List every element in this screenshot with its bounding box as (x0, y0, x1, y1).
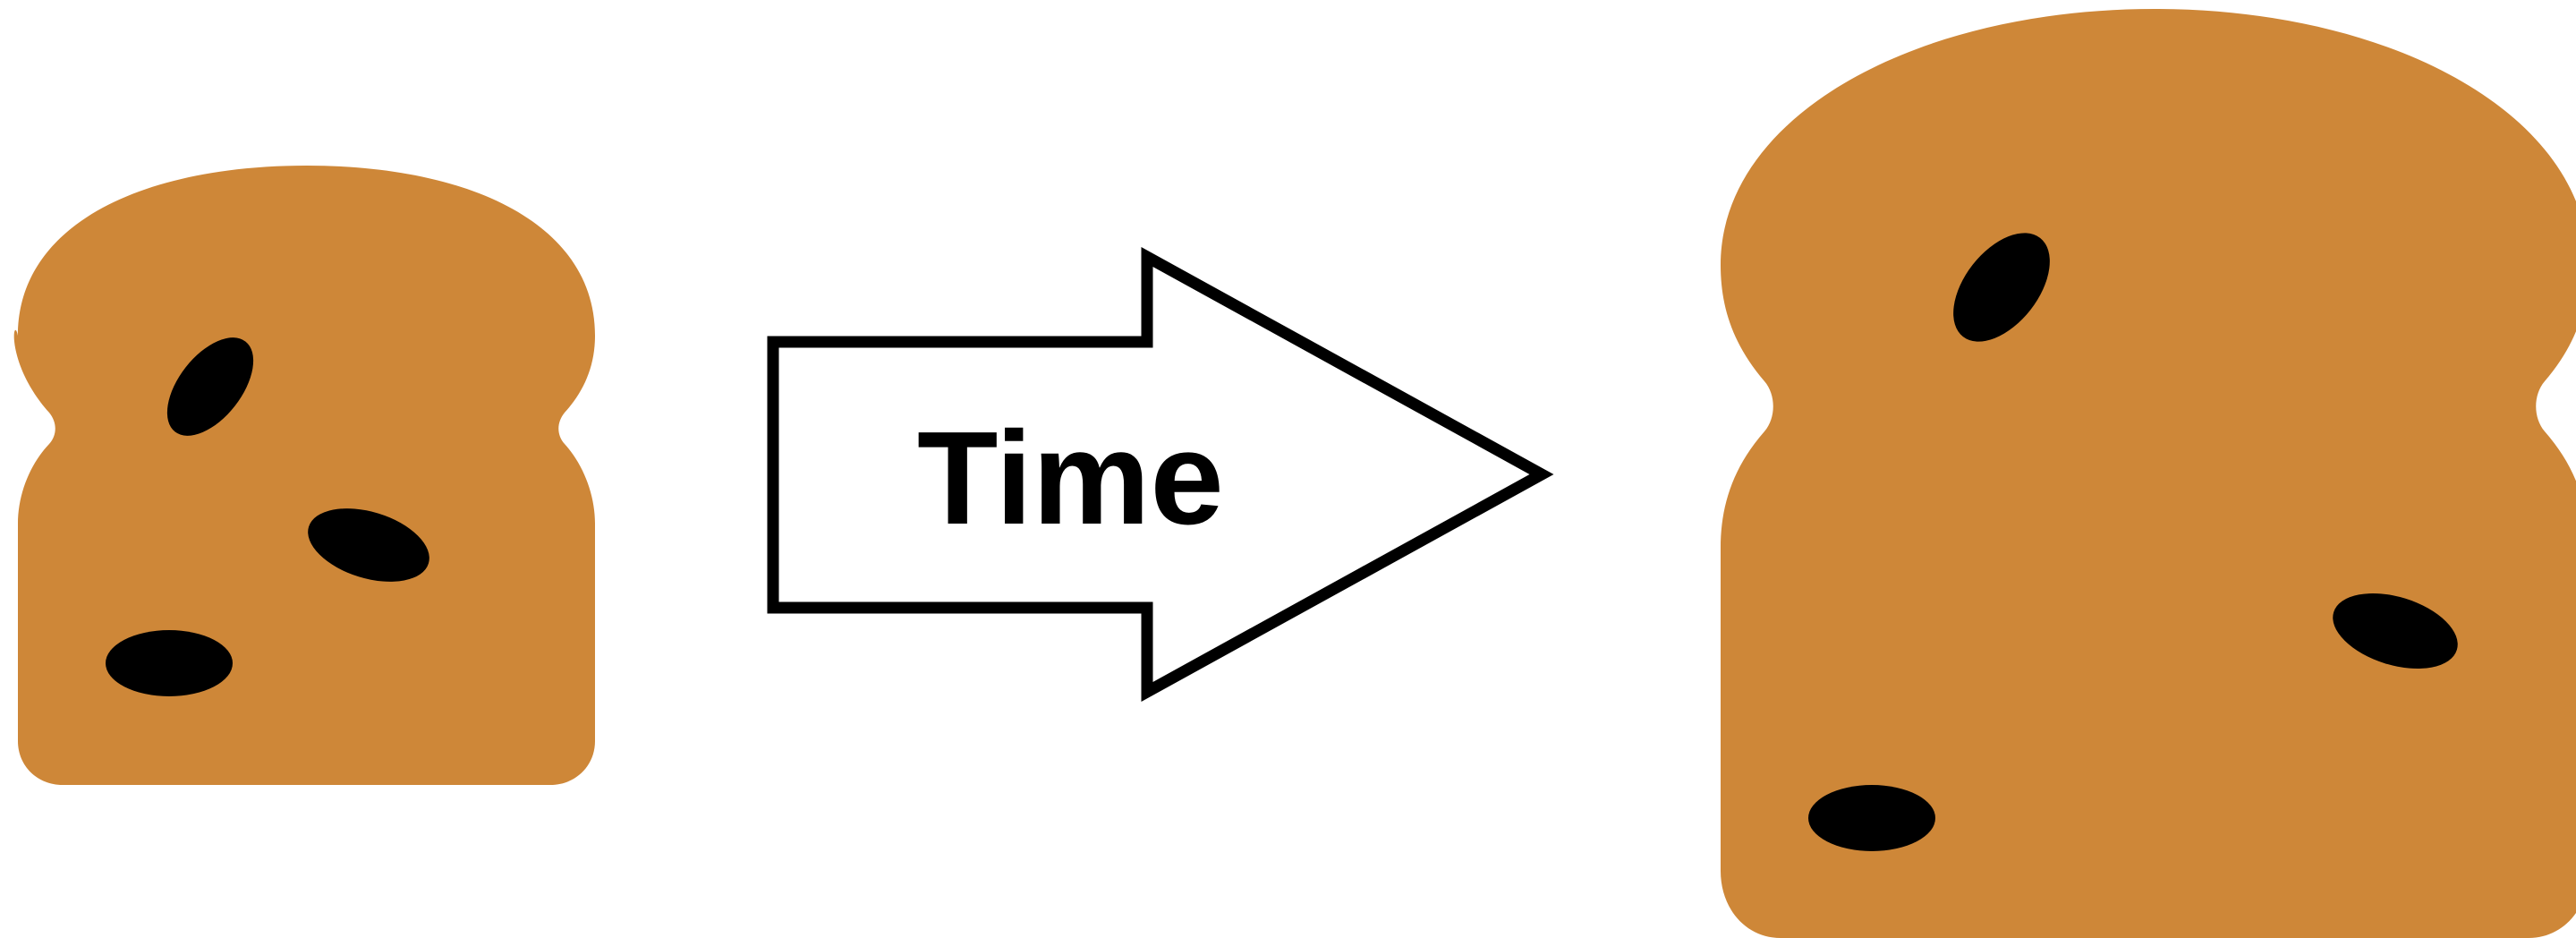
right-bread-seed-3 (1808, 785, 1935, 851)
left-bread-body (14, 166, 595, 785)
left-bread-seed-3 (106, 630, 233, 696)
left-bread-slice (14, 166, 595, 785)
arrow-label: Time (917, 405, 1224, 552)
right-bread-slice (1721, 9, 2576, 938)
time-arrow: Time (773, 257, 1542, 692)
